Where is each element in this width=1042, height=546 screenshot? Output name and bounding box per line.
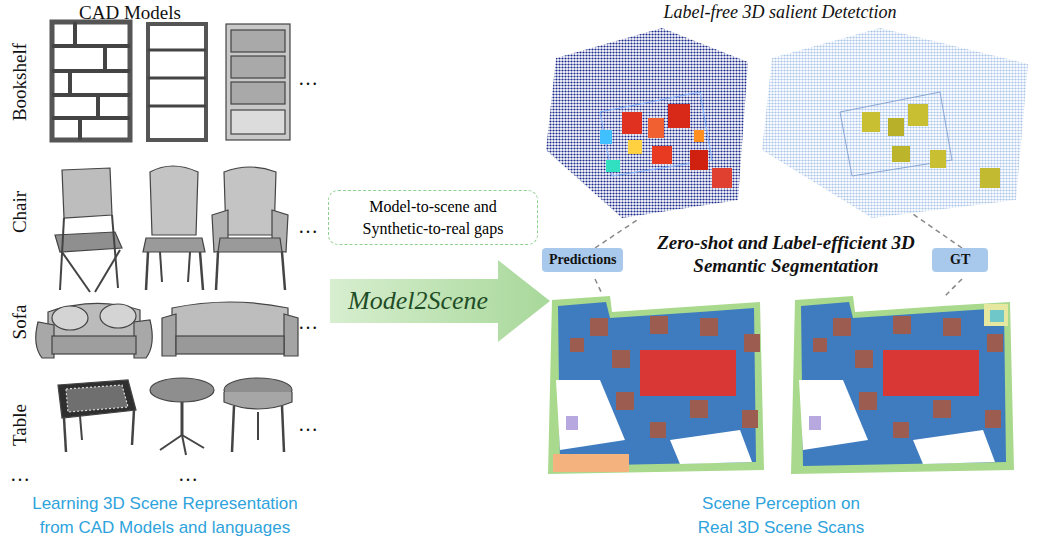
bookshelf-models: [52, 22, 290, 140]
panel-heading: CAD Models: [55, 2, 205, 25]
node-text: Model-to-scene and Synthetic-to-real gap…: [339, 196, 527, 239]
segmentation-gt: [791, 296, 1014, 474]
tag-box: GT: [932, 248, 988, 272]
ellipsis: …: [10, 462, 40, 486]
ellipsis: …: [298, 66, 328, 90]
segmentation-prediction: [548, 296, 764, 474]
table-models: [58, 378, 292, 455]
section-heading: Label-free 3D salient Detetction: [610, 2, 950, 24]
tag-box: Predictions: [542, 248, 623, 272]
sofa-models: [36, 302, 298, 358]
category-label: Sofa: [9, 305, 32, 340]
node-text: Model2Scene: [330, 286, 506, 316]
section-heading: Zero-shot and Label-efficient 3D Semanti…: [650, 232, 922, 278]
ellipsis: …: [298, 412, 328, 436]
arrow-shape: Model2Scene: [330, 260, 550, 342]
ellipsis: …: [178, 462, 208, 486]
category-label: Table: [9, 404, 32, 446]
ellipsis: …: [298, 214, 328, 238]
leader-lines: [595, 212, 962, 296]
saliency-gt-cloud: [762, 28, 1028, 218]
chair-models: [55, 166, 288, 292]
node-text: GT: [950, 252, 970, 268]
caption-text: Scene Perception on Real 3D Scene Scans: [683, 492, 879, 540]
category-label: Chair: [9, 191, 32, 233]
caption-text: Learning 3D Scene Representation from CA…: [15, 492, 315, 540]
gap-note-box: Model-to-scene and Synthetic-to-real gap…: [328, 190, 538, 245]
node-text: Predictions: [549, 252, 616, 268]
saliency-prediction-cloud: [546, 28, 748, 218]
category-label: Bookshelf: [9, 43, 32, 121]
ellipsis: …: [298, 310, 328, 334]
